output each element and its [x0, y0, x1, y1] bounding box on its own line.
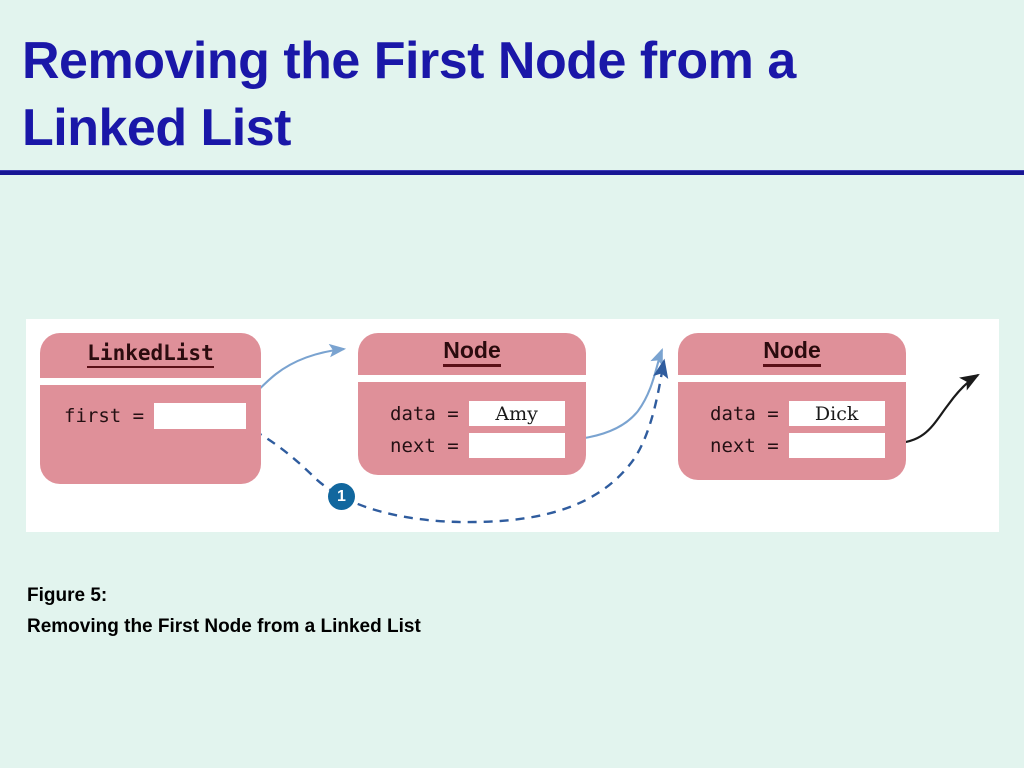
linkedlist-object-box: LinkedList first = [40, 333, 261, 484]
node2-object-box: Node data = Dick next = [678, 333, 906, 480]
link-first-to-node2-dashed [192, 358, 669, 524]
node2-next-value [788, 433, 885, 458]
linkedlist-first-value [154, 403, 247, 429]
figure-panel: LinkedList first = Node data = Amy next … [26, 319, 999, 532]
step-marker-1: 1 [328, 483, 355, 510]
linkedlist-body: first = [40, 385, 261, 484]
node1-type-label: Node [443, 337, 501, 368]
node1-data-value: Amy [468, 401, 565, 426]
field-row: first = [64, 403, 247, 429]
linkedlist-type-label: LinkedList [87, 341, 214, 369]
node2-data-value: Dick [788, 401, 885, 426]
linkedlist-header: LinkedList [40, 333, 261, 378]
node2-header: Node [678, 333, 906, 375]
field-row: next = [390, 433, 565, 458]
node1-body: data = Amy next = [358, 382, 586, 475]
linkedlist-first-label: first = [64, 405, 145, 427]
node1-next-label: next = [390, 434, 459, 457]
node1-next-value [468, 433, 565, 458]
title-divider [0, 170, 1024, 175]
node1-header: Node [358, 333, 586, 375]
node1-object-box: Node data = Amy next = [358, 333, 586, 475]
node2-next-label: next = [710, 434, 779, 457]
field-row: data = Amy [390, 401, 565, 426]
field-row: data = Dick [710, 401, 885, 426]
field-row: next = [710, 433, 885, 458]
figure-caption: Figure 5: Removing the First Node from a… [27, 585, 421, 638]
page-title: Removing the First Node from a Linked Li… [22, 32, 796, 157]
link-node2next-to-rest [821, 373, 980, 445]
node2-type-label: Node [763, 337, 821, 368]
node2-body: data = Dick next = [678, 382, 906, 480]
node2-data-label: data = [710, 402, 779, 425]
node1-data-label: data = [390, 402, 459, 425]
